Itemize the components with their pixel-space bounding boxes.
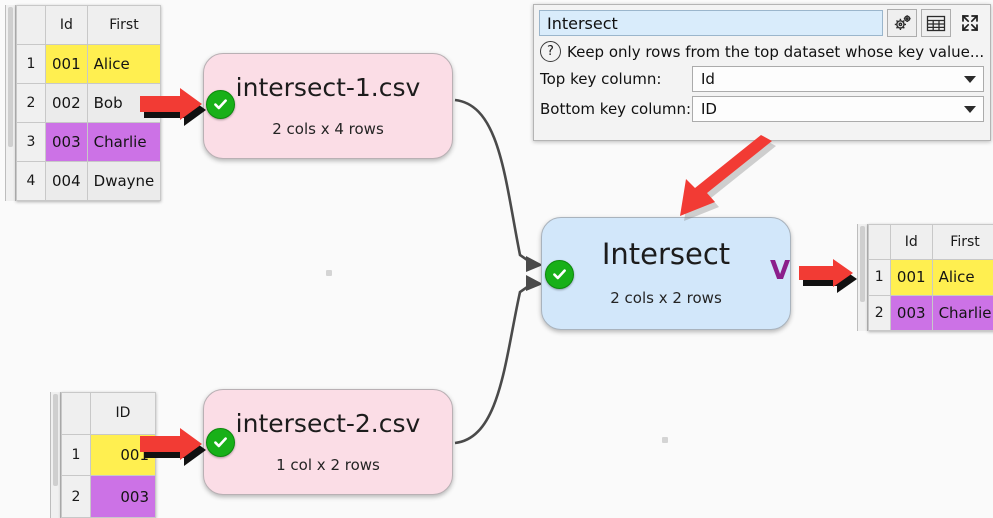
canvas-grid-dot: [326, 270, 332, 276]
chevron-down-icon: [964, 105, 976, 113]
node-status-ok-icon: [206, 90, 235, 119]
panel-help-text: Keep only rows from the top dataset whos…: [567, 42, 984, 61]
table-row[interactable]: 1 001 Alice: [867, 259, 993, 296]
top-key-column-row: Top key column: Id: [534, 64, 990, 94]
node-visible-marker: V: [770, 256, 791, 286]
bottom-key-column-row: Bottom key column: ID: [534, 94, 990, 124]
column-header[interactable]: Id: [889, 223, 933, 261]
cell-first[interactable]: Alice: [86, 44, 162, 84]
table-header-row: Id First: [867, 223, 993, 261]
arrow-to-intersect-1-node: [140, 88, 206, 126]
node-subtitle: 2 cols x 2 rows: [610, 289, 722, 307]
column-header[interactable]: ID: [90, 392, 156, 435]
row-number: 2: [61, 475, 91, 518]
item-name-input[interactable]: Intersect: [539, 10, 883, 36]
table-header-row: ID: [61, 392, 156, 435]
cell-id[interactable]: 003: [90, 475, 156, 518]
chevron-down-icon: [964, 75, 976, 83]
top-key-column-value: Id: [701, 70, 715, 88]
node-status-ok-icon: [545, 260, 574, 289]
row-number: 1: [16, 44, 46, 84]
table-icon[interactable]: [921, 9, 951, 37]
question-mark-icon[interactable]: ?: [540, 41, 561, 62]
cell-first[interactable]: Dwayne: [86, 161, 162, 201]
bottom-key-column-select[interactable]: ID: [692, 96, 984, 122]
bottom-key-column-value: ID: [701, 100, 717, 118]
top-left-dataset-panel: Id First 1 001 Alice 2 002 Bob 3 003 Cha…: [5, 5, 162, 201]
row-number: 2: [867, 294, 891, 332]
row-corner-header: [867, 223, 891, 261]
vertical-scrollbar[interactable]: [5, 5, 16, 201]
bottom-left-dataset-panel: ID 1 001 2 003: [50, 392, 156, 518]
table-row[interactable]: 2 003: [61, 475, 156, 518]
node-intersect-2-csv[interactable]: intersect-2.csv 1 col x 2 rows: [203, 389, 453, 495]
row-number: 1: [61, 433, 91, 477]
table-top-left[interactable]: Id First 1 001 Alice 2 002 Bob 3 003 Cha…: [16, 5, 162, 201]
table-bottom-left[interactable]: ID 1 001 2 003: [61, 392, 156, 518]
gears-icon[interactable]: [887, 9, 917, 37]
cell-first[interactable]: Charlie: [931, 294, 993, 332]
column-header[interactable]: First: [931, 223, 993, 261]
cell-first[interactable]: Charlie: [86, 122, 162, 162]
column-header[interactable]: Id: [45, 5, 88, 45]
node-intersect-1-csv[interactable]: intersect-1.csv 2 cols x 4 rows: [203, 53, 453, 159]
arrow-to-intersect-2-node: [140, 428, 206, 466]
node-status-ok-icon: [206, 428, 235, 457]
vertical-scrollbar[interactable]: [50, 392, 61, 518]
arrow-to-right-table: [799, 259, 857, 293]
cell-id[interactable]: 003: [889, 294, 933, 332]
node-subtitle: 2 cols x 4 rows: [272, 119, 384, 138]
panel-name-row: Intersect: [534, 5, 990, 40]
row-number: 2: [16, 83, 46, 123]
right-output-dataset-panel: Id First 1 001 Alice 2 003 Charlie: [857, 223, 993, 332]
node-title: intersect-2.csv: [235, 408, 421, 438]
table-row[interactable]: 1 001 Alice: [16, 44, 162, 84]
cell-id[interactable]: 002: [45, 83, 88, 123]
column-header[interactable]: First: [86, 5, 162, 45]
top-key-column-label: Top key column:: [540, 70, 662, 88]
row-number: 3: [16, 122, 46, 162]
expand-icon[interactable]: [955, 9, 985, 37]
table-row[interactable]: 4 004 Dwayne: [16, 161, 162, 201]
table-row[interactable]: 2 003 Charlie: [867, 294, 993, 332]
table-header-row: Id First: [16, 5, 162, 45]
node-intersect-operation[interactable]: Intersect 2 cols x 2 rows: [541, 217, 791, 330]
panel-help-row: ? Keep only rows from the top dataset wh…: [534, 40, 990, 64]
cell-id[interactable]: 001: [889, 259, 933, 296]
node-title: Intersect: [601, 237, 731, 271]
table-row[interactable]: 3 003 Charlie: [16, 122, 162, 162]
node-title: intersect-1.csv: [235, 72, 421, 102]
cell-id[interactable]: 003: [45, 122, 88, 162]
arrow-highlight-intersect-node: [680, 135, 776, 221]
row-number: 1: [867, 259, 891, 296]
bottom-key-column-label: Bottom key column:: [540, 100, 692, 118]
cell-id[interactable]: 004: [45, 161, 88, 201]
top-key-column-select[interactable]: Id: [692, 66, 984, 92]
row-corner-header: [16, 5, 46, 45]
intersect-settings-panel[interactable]: Intersect: [533, 4, 991, 141]
row-corner-header: [61, 392, 91, 435]
table-right-output[interactable]: Id First 1 001 Alice 2 003 Charlie: [867, 223, 993, 332]
cell-id[interactable]: 001: [45, 44, 88, 84]
vertical-scrollbar[interactable]: [857, 224, 868, 331]
row-number: 4: [16, 161, 46, 201]
canvas-grid-dot: [662, 437, 668, 443]
node-subtitle: 1 col x 2 rows: [276, 455, 380, 474]
cell-first[interactable]: Alice: [931, 259, 993, 296]
